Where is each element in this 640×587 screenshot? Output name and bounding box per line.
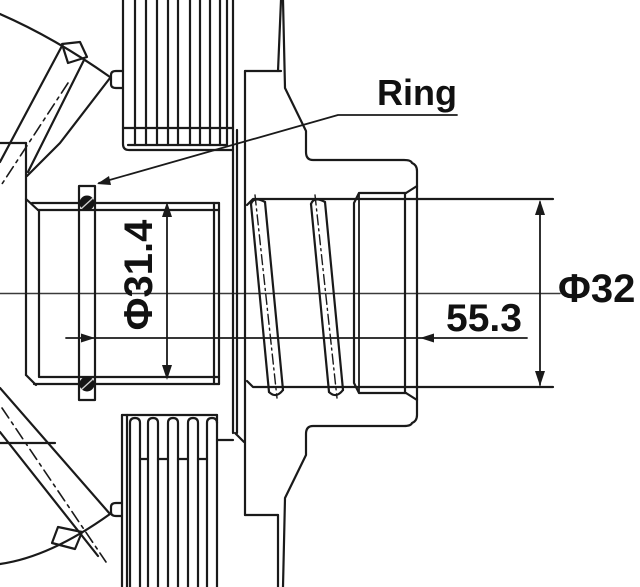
helical-spline-2 <box>309 194 345 399</box>
ring-leader <box>97 114 458 185</box>
gear-hub-bore <box>24 141 221 387</box>
flange-wall <box>231 69 283 517</box>
gear-teeth-bottom <box>0 386 112 566</box>
snap-ring <box>77 184 97 402</box>
housing-outline <box>276 0 419 587</box>
helical-spline-1 <box>249 194 285 399</box>
spline-block-top <box>109 0 235 152</box>
spline-block-bottom <box>109 413 235 587</box>
gear-teeth-top <box>0 12 112 188</box>
label-inner-diameter: Φ31.4 <box>117 219 161 330</box>
spline-tab-top <box>109 69 125 90</box>
spline-tab-bottom <box>109 501 124 518</box>
stub-shaft <box>245 184 555 402</box>
label-ring: Ring <box>377 72 457 113</box>
ring-groove <box>77 184 97 402</box>
dim-inner-diameter <box>162 202 172 380</box>
dim-outer-diameter <box>535 200 545 386</box>
label-outer-diameter: Φ32 <box>558 267 635 311</box>
dim-length <box>65 333 528 343</box>
label-length: 55.3 <box>446 297 522 340</box>
